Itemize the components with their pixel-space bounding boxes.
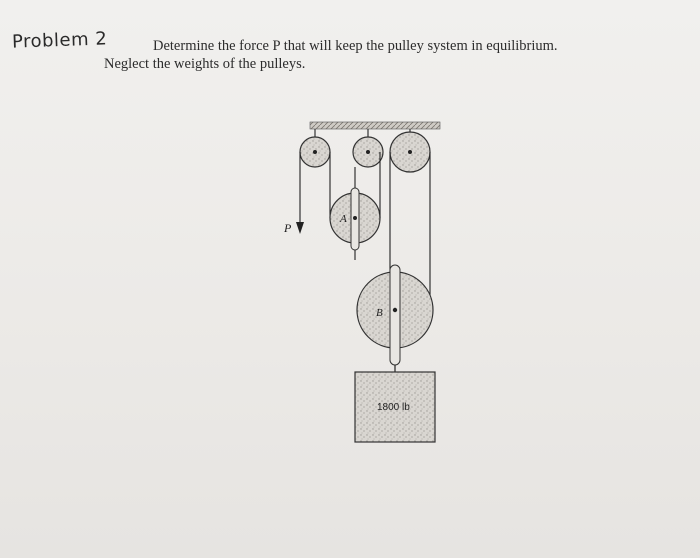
force-p-label: P	[283, 221, 292, 235]
fixed-pulley-2-axle	[366, 150, 370, 154]
handwritten-problem-label: Problem 2	[11, 28, 108, 53]
load-block	[354, 371, 436, 443]
ceiling-support	[309, 121, 441, 130]
problem-statement-line2: Neglect the weights of the pulleys.	[104, 56, 306, 72]
fixed-pulley-3-axle	[408, 150, 412, 154]
pulley-b-strap	[389, 264, 401, 366]
pulley-a-label: A	[339, 213, 347, 225]
pulley-b-axle	[392, 307, 398, 313]
pulley-a-axle	[353, 216, 357, 220]
problem-statement-line1: Determine the force P that will keep the…	[153, 38, 558, 54]
force-p-arrow	[296, 222, 304, 234]
fixed-pulley-1-axle	[313, 150, 317, 154]
pulley-figure: P A B 1800 lb	[283, 121, 441, 443]
pulley-b-label: B	[376, 307, 383, 319]
load-label: 1800 lb	[377, 402, 410, 413]
